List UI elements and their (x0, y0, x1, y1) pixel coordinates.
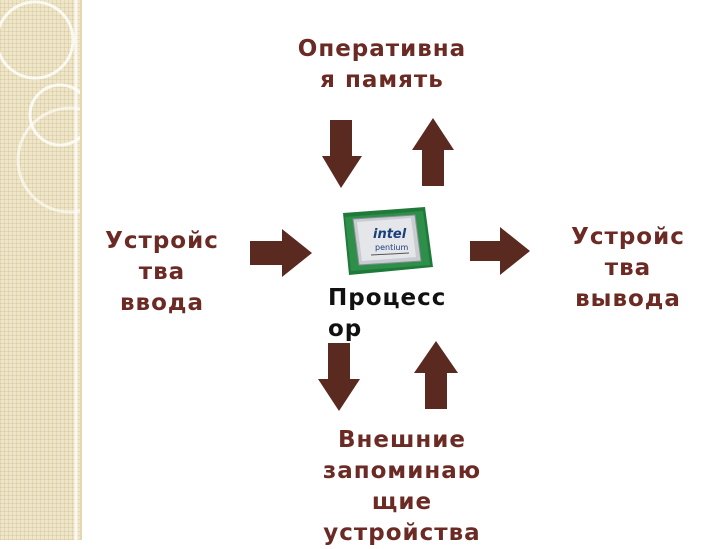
decorative-side-panel (0, 0, 80, 540)
arrow-up-to-processor (414, 341, 458, 409)
processor-label: Процесс ор (328, 283, 488, 345)
arrow-down-to-storage (318, 343, 360, 411)
chip-brand: intel (373, 227, 407, 242)
ram-label: Оперативна я память (272, 34, 492, 96)
arrow-down-to-processor (322, 120, 362, 188)
input-devices-label: Устройс тва ввода (82, 226, 242, 319)
output-devices-label: Устройс тва вывода (548, 222, 708, 315)
processor-chip-image: intel pentium (335, 205, 435, 280)
arrow-up-to-ram (412, 118, 454, 186)
arrow-processor-to-output (470, 227, 530, 275)
arrow-input-to-processor (250, 229, 312, 277)
decorative-circles (0, 0, 80, 540)
storage-devices-label: Внешние запоминаю щие устройства (282, 425, 522, 549)
chip-model: pentium (375, 243, 409, 252)
